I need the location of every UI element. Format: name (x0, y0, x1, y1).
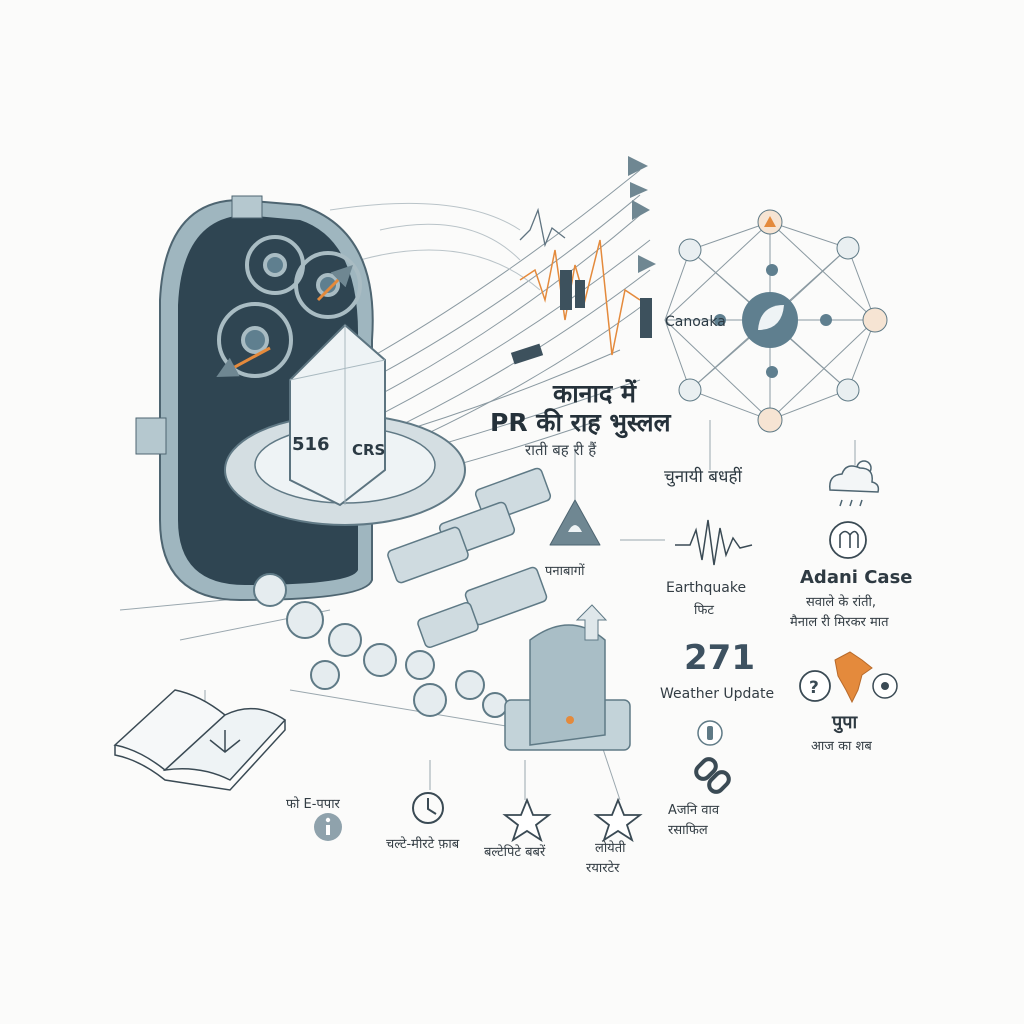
clock-icon[interactable] (412, 792, 444, 824)
network-center-label: Canoaka (665, 314, 726, 330)
earthquake-title: Earthquake (666, 580, 747, 596)
elections-label: चुनायी बधहीं (664, 467, 742, 487)
hero-title-line2: PR की राह भुस्लल (490, 408, 671, 437)
link-icon[interactable] (693, 756, 731, 794)
adani-case-icon (829, 521, 867, 559)
link-label-line1[interactable]: Aजनि वाव (668, 803, 720, 818)
orange-vector-arrow-2 (216, 346, 271, 377)
signal-icon (697, 720, 723, 746)
book-icon[interactable] (113, 689, 287, 791)
count-value: 271 (684, 638, 755, 678)
signal-wave-gray (519, 207, 566, 248)
orange-vector-arrow-1 (316, 265, 353, 302)
wheel-icon (872, 673, 898, 699)
loyalty-link-line1[interactable]: लोयेती (595, 841, 626, 856)
crystal-prism (289, 323, 386, 507)
word-of-day-sub: आज का शब (811, 739, 872, 754)
earthquake-wave (675, 519, 753, 566)
alert-icon (549, 499, 601, 546)
leaf-icon (742, 292, 798, 348)
popular-link[interactable]: बल्टेपिटे बबरें (484, 845, 546, 860)
svg-text:?: ? (809, 678, 819, 698)
adani-case-line2: मैनाल री मिरकर मात (790, 615, 889, 630)
hero-title-line1: कानाद में (553, 379, 636, 408)
india-map-icon (834, 651, 873, 704)
question-icon[interactable]: ? (799, 670, 831, 702)
star-icon[interactable] (502, 797, 552, 843)
adani-case-line1: सवाले के रांती, (806, 595, 877, 610)
weather-icon (829, 460, 880, 507)
recent-link[interactable]: चल्टे-मीरटे फ़ाब (386, 837, 460, 852)
hero-subtitle: राती बह री हैं (525, 441, 597, 459)
weather-update-label: Weather Update (660, 686, 775, 702)
crystal-number: 516 (292, 434, 330, 455)
word-of-day-title: पुपा (832, 712, 858, 733)
leaf-label: पनाबागों (545, 564, 585, 579)
stream-arrowheads (628, 156, 656, 273)
network-nodes (678, 209, 888, 433)
earthquake-sub: फिट (694, 603, 714, 618)
star-icon[interactable] (593, 797, 643, 843)
epaper-link[interactable]: फो E-पपार (286, 797, 340, 812)
link-label-line2[interactable]: रसाफिल (668, 823, 708, 838)
loyalty-link-line2[interactable]: रयारटेर (586, 861, 620, 876)
crystal-code: CRS (352, 441, 385, 459)
adani-case-title: Adani Case (800, 567, 913, 588)
pipeline-blocks (387, 467, 552, 649)
ballot-machine (504, 604, 631, 751)
gear-chain (253, 573, 508, 718)
signal-wave-orange (519, 239, 641, 356)
info-icon[interactable] (314, 813, 342, 841)
data-blocks (510, 270, 652, 365)
